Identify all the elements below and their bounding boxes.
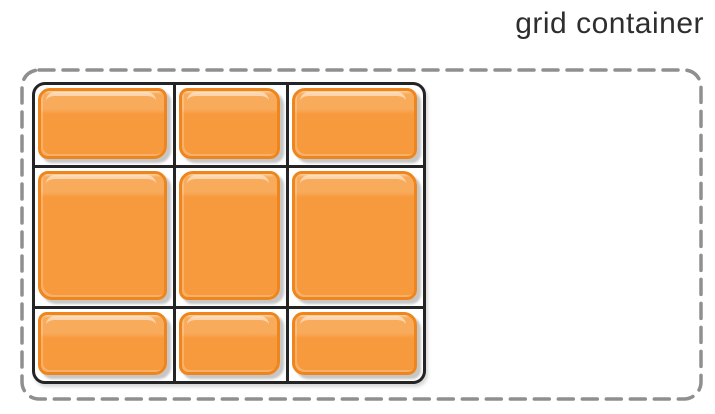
grid-item-tile: [38, 171, 167, 300]
grid-container: [20, 68, 703, 401]
grid-cell: [176, 168, 286, 306]
dashed-border: [20, 68, 703, 401]
grid-cell: [289, 309, 423, 381]
grid-cell: [35, 309, 173, 381]
grid-item-tile: [292, 312, 417, 375]
grid-item-tile: [292, 88, 417, 159]
grid-cell: [176, 85, 286, 165]
grid-cell: [289, 85, 423, 165]
grid-cell: [176, 309, 286, 381]
grid-cell: [35, 85, 173, 165]
grid-item-tile: [179, 88, 280, 159]
grid-item-tile: [179, 171, 280, 300]
grid-item-tile: [38, 88, 167, 159]
grid-item-tile: [292, 171, 417, 300]
grid-cell: [289, 168, 423, 306]
grid-container-label: grid container: [515, 7, 704, 40]
grid-cell: [35, 168, 173, 306]
grid-item-tile: [38, 312, 167, 375]
grid-item-tile: [179, 312, 280, 375]
grid: [32, 82, 426, 384]
